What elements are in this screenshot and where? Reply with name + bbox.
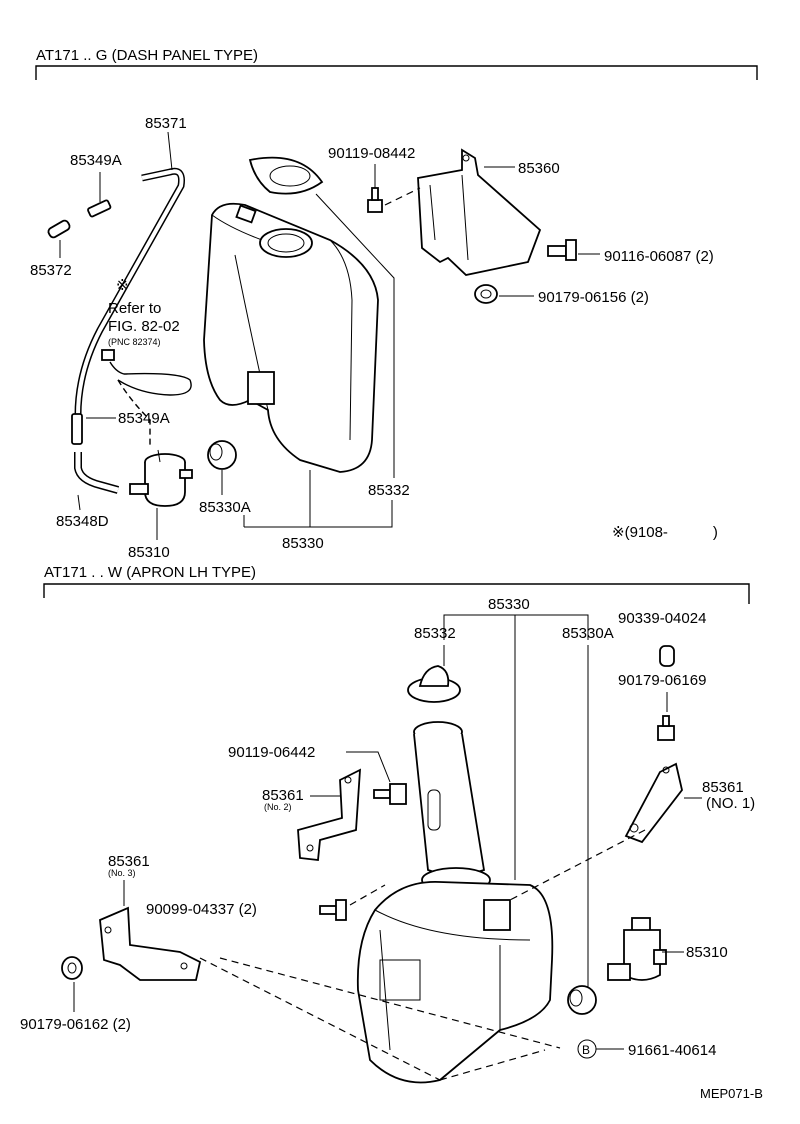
diagram-code: MEP071-B bbox=[700, 1086, 763, 1101]
part-label-85330-top: 85330 bbox=[282, 535, 324, 552]
part-label-85361-no1: 85361 bbox=[702, 779, 744, 796]
screw-icon bbox=[319, 899, 347, 921]
part-label-85310-bottom: 85310 bbox=[686, 944, 728, 961]
part-label-85332-bottom: 85332 bbox=[414, 625, 456, 642]
hose-joint-icon bbox=[47, 219, 71, 239]
part-label-85348d: 85348D bbox=[56, 513, 109, 530]
washer-pump-bottom-icon bbox=[607, 917, 667, 981]
wire-harness-icon bbox=[101, 349, 192, 448]
refer-note-line1: Refer to bbox=[108, 300, 161, 317]
part-label-85330a-top: 85330A bbox=[199, 499, 251, 516]
part-label-90179-06162: 90179-06162 (2) bbox=[20, 1016, 131, 1033]
part-label-85310-top: 85310 bbox=[128, 544, 170, 561]
part-sub-85361-no2: (No. 2) bbox=[264, 802, 292, 812]
washer-tank-bottom-icon bbox=[356, 881, 554, 1084]
tank-cap-icon bbox=[248, 156, 324, 195]
part-label-90339-04024: 90339-04024 bbox=[618, 610, 706, 627]
part-label-85332-top: 85332 bbox=[368, 482, 410, 499]
tank-bracket-no1-icon bbox=[624, 762, 683, 844]
stud-bolt-icon bbox=[547, 239, 577, 261]
part-label-85349a-top: 85349A bbox=[70, 152, 122, 169]
b-mark: B bbox=[582, 1043, 590, 1057]
date-note: ※(9108- ) bbox=[612, 524, 718, 541]
nut-bottom-icon bbox=[61, 956, 83, 980]
part-label-90179-06169: 90179-06169 bbox=[618, 672, 706, 689]
bottom-section-bracket bbox=[43, 583, 750, 604]
grommet-bottom-icon bbox=[567, 985, 597, 1015]
part-label-85349a-lower: 85349A bbox=[118, 410, 170, 427]
top-section-bracket bbox=[35, 65, 758, 80]
grommet-icon bbox=[207, 440, 237, 470]
bolt-bottom-icon bbox=[373, 783, 407, 805]
tank-cap-bottom-icon bbox=[407, 665, 461, 703]
part-label-85360: 85360 bbox=[518, 160, 560, 177]
bolt-icon bbox=[367, 187, 383, 213]
part-label-90179-06156: 90179-06156 (2) bbox=[538, 289, 649, 306]
part-label-90119-06442: 90119-06442 bbox=[228, 744, 315, 761]
bottom-section-title: AT171 . . W (APRON LH TYPE) bbox=[44, 564, 256, 581]
part-label-90119-08442: 90119-08442 bbox=[328, 145, 415, 162]
part-label-90116-06087: 90116-06087 (2) bbox=[604, 248, 714, 265]
part-label-85361-no3: 85361 bbox=[108, 853, 150, 870]
filler-neck-icon bbox=[413, 721, 491, 893]
elbow-hose-icon bbox=[75, 452, 119, 493]
part-label-85330-bottom: 85330 bbox=[488, 596, 530, 613]
tank-bracket-icon bbox=[417, 148, 542, 276]
part-label-91661-40614: 91661-40614 bbox=[628, 1042, 716, 1059]
part-label-85371: 85371 bbox=[145, 115, 187, 132]
washer-pump-icon bbox=[129, 449, 193, 507]
refer-mark: ※ bbox=[116, 277, 129, 294]
part-label-85361-no2: 85361 bbox=[262, 787, 304, 804]
refer-note-line3: (PNC 82374) bbox=[108, 337, 161, 347]
part-sub-85361-no1: (NO. 1) bbox=[706, 795, 755, 812]
refer-note-line2: FIG. 82-02 bbox=[108, 318, 180, 335]
tank-bracket-no3-icon bbox=[99, 906, 202, 981]
part-label-85330a-bottom: 85330A bbox=[562, 625, 614, 642]
hose-connector-lower-icon bbox=[71, 413, 83, 445]
washer-tank-icon bbox=[203, 202, 379, 473]
part-sub-85361-no3: (No. 3) bbox=[108, 868, 136, 878]
top-section-title: AT171 .. G (DASH PANEL TYPE) bbox=[36, 47, 258, 64]
nut-icon bbox=[474, 284, 498, 304]
part-label-90099-04337: 90099-04337 (2) bbox=[146, 901, 257, 918]
hose-connector-icon bbox=[87, 199, 112, 218]
nut-small-icon bbox=[657, 715, 675, 741]
part-label-85372: 85372 bbox=[30, 262, 72, 279]
tank-bracket-no2-icon bbox=[297, 768, 362, 861]
cap-plug-icon bbox=[659, 645, 675, 667]
